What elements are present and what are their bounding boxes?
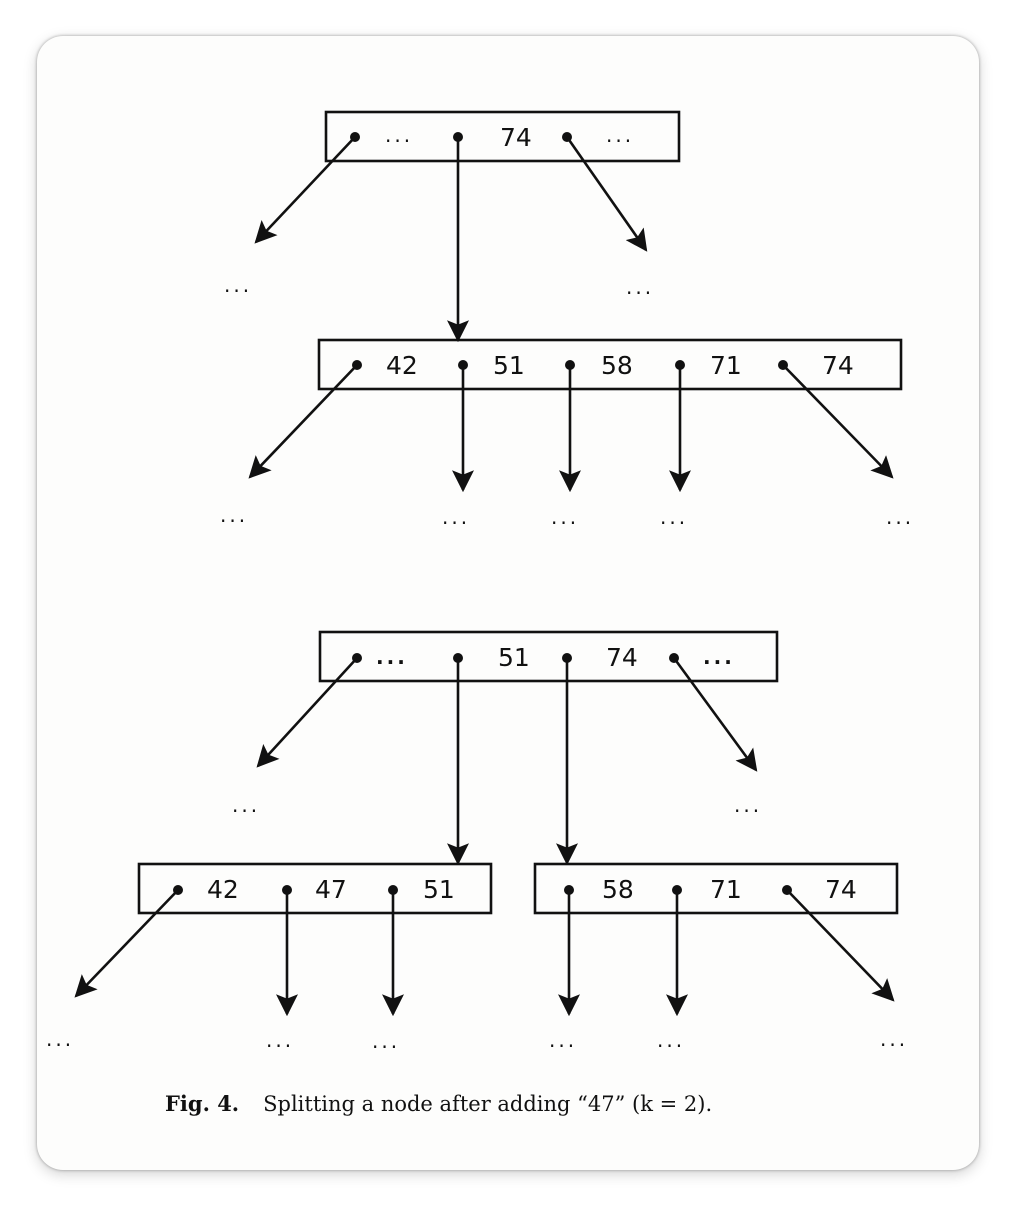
subtree-ellipsis: ... (442, 505, 470, 529)
node-key-ellipsis: ... (385, 123, 413, 147)
node-box (317, 338, 903, 391)
node-key: 71 (710, 351, 742, 380)
before-child-node: 42 51 58 71 74 (317, 338, 903, 391)
after-left-child-node: 42 47 51 (137, 862, 493, 915)
figure-number: Fig. 4. (165, 1091, 240, 1116)
node-box (324, 110, 681, 163)
after-parent-node: ... 51 74 ... (318, 630, 779, 683)
node-key: 58 (602, 875, 634, 904)
node-key: 74 (822, 351, 854, 380)
subtree-ellipsis: ... (232, 793, 260, 817)
node-box (318, 630, 779, 683)
pointer-arrow (782, 364, 894, 479)
after-right-child-node: 58 71 74 (533, 862, 899, 915)
subtree-ellipsis: ... (46, 1027, 74, 1051)
node-key: 42 (207, 875, 239, 904)
subtree-ellipsis: ... (224, 273, 252, 297)
subtree-ellipsis: ... (549, 1028, 577, 1052)
subtree-ellipsis: ... (657, 1028, 685, 1052)
caption-text: Splitting a node after adding “47” (k = … (263, 1092, 713, 1116)
before-split-section: ... 74 ... ... ... 42 51 58 71 74 (220, 110, 914, 529)
subtree-ellipsis: ... (372, 1029, 400, 1053)
pointer-arrow (565, 136, 648, 252)
pointer-arrow (672, 657, 758, 772)
node-key: 71 (710, 875, 742, 904)
node-key: 42 (386, 351, 418, 380)
subtree-ellipsis: ... (626, 275, 654, 299)
node-key-ellipsis: ... (703, 645, 735, 669)
subtree-ellipsis: ... (266, 1028, 294, 1052)
subtree-ellipsis: ... (220, 503, 248, 527)
after-split-section: ... 51 74 ... ... ... 42 47 51 (46, 630, 908, 1053)
pointer-arrow (256, 657, 358, 768)
subtree-ellipsis: ... (551, 505, 579, 529)
node-key: 74 (825, 875, 857, 904)
subtree-ellipsis: ... (886, 505, 914, 529)
pointer-arrow (254, 136, 356, 244)
node-key: 51 (423, 875, 455, 904)
node-key-ellipsis: ... (606, 123, 634, 147)
subtree-ellipsis: ... (734, 793, 762, 817)
node-box (533, 862, 899, 915)
figure-caption: Fig. 4. Splitting a node after adding “47… (165, 1091, 945, 1116)
node-key: 58 (601, 351, 633, 380)
pointer-arrow (786, 889, 895, 1002)
pointer-arrow (248, 364, 358, 479)
subtree-ellipsis: ... (660, 505, 688, 529)
pointer-arrow (74, 889, 179, 998)
figure-card (37, 36, 979, 1170)
node-key-ellipsis: ... (376, 645, 408, 669)
node-key: 51 (498, 643, 530, 672)
node-key: 51 (493, 351, 525, 380)
node-box (137, 862, 493, 915)
subtree-ellipsis: ... (880, 1027, 908, 1051)
node-key: 74 (500, 123, 532, 152)
node-key: 74 (606, 643, 638, 672)
node-key: 47 (315, 875, 347, 904)
before-parent-node: ... 74 ... (324, 110, 681, 163)
